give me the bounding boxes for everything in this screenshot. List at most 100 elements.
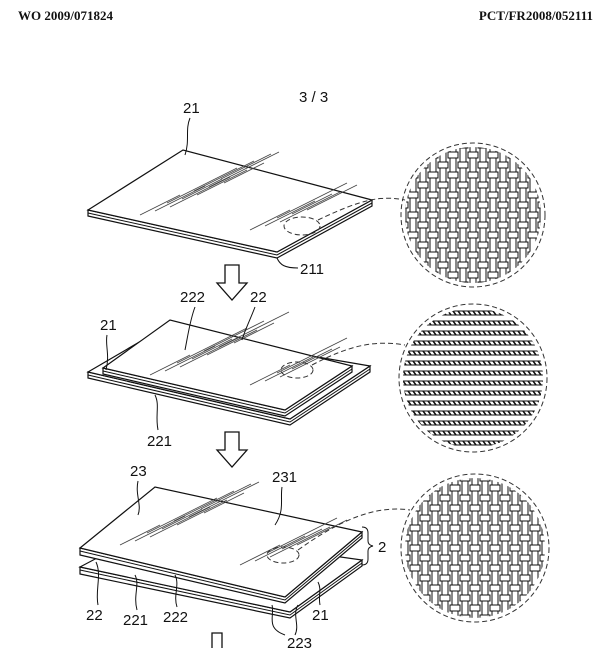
- weft-yarn: [520, 595, 530, 601]
- stitch-mark: [543, 421, 546, 425]
- weft-yarn: [490, 565, 500, 571]
- stitch-mark: [458, 311, 461, 315]
- stitch-mark: [503, 421, 506, 425]
- weft-yarn: [420, 475, 430, 481]
- stitch-mark: [463, 341, 466, 345]
- weft-yarn: [438, 262, 448, 268]
- stitch-mark: [493, 361, 496, 365]
- stitch-mark: [478, 341, 481, 345]
- weft-yarn: [408, 252, 418, 258]
- stitch-mark: [468, 351, 471, 355]
- stitch-mark: [503, 381, 506, 385]
- weft-yarn: [500, 595, 510, 601]
- stitch-mark: [443, 331, 446, 335]
- stitch-mark: [528, 341, 531, 345]
- stitch-mark: [518, 411, 521, 415]
- stitch-mark: [483, 391, 486, 395]
- stitch-mark: [498, 311, 501, 315]
- stitch-mark: [498, 321, 501, 325]
- stitch-mark: [418, 391, 421, 395]
- weft-yarn: [480, 595, 490, 601]
- unidirectional-yarn: [398, 415, 548, 421]
- stitch-mark: [468, 371, 471, 375]
- stitch-mark: [483, 361, 486, 365]
- stitch-mark: [518, 351, 521, 355]
- stitch-mark: [508, 341, 511, 345]
- stitch-mark: [463, 321, 466, 325]
- weft-yarn: [478, 162, 488, 168]
- weft-yarn: [490, 585, 500, 591]
- label-222: 222: [180, 289, 205, 306]
- stitch-mark: [403, 421, 406, 425]
- stitch-mark: [428, 381, 431, 385]
- stitch-mark: [533, 361, 536, 365]
- weft-yarn: [510, 545, 520, 551]
- weft-yarn: [478, 222, 488, 228]
- stitch-mark: [413, 351, 416, 355]
- stitch-mark: [488, 421, 491, 425]
- unidirectional-yarn: [398, 445, 548, 451]
- stitch-mark: [428, 401, 431, 405]
- stitch-mark: [503, 351, 506, 355]
- stitch-mark: [423, 451, 426, 455]
- weft-yarn: [530, 545, 540, 551]
- stitch-mark: [423, 401, 426, 405]
- stitch-mark: [478, 391, 481, 395]
- weft-yarn: [480, 555, 490, 561]
- stitch-mark: [463, 361, 466, 365]
- weft-yarn: [460, 515, 470, 521]
- stitch-mark: [508, 361, 511, 365]
- weft-yarn: [438, 202, 448, 208]
- arrow-down-icon: [217, 432, 247, 467]
- weft-yarn: [498, 242, 508, 248]
- weft-yarn: [400, 495, 410, 501]
- stitch-mark: [508, 421, 511, 425]
- stitch-mark: [493, 401, 496, 405]
- stitch-mark: [513, 421, 516, 425]
- weft-yarn: [508, 252, 518, 258]
- stitch-mark: [498, 331, 501, 335]
- weft-yarn: [528, 152, 538, 158]
- weft-yarn: [530, 585, 540, 591]
- weft-yarn: [458, 282, 468, 288]
- stitch-mark: [468, 331, 471, 335]
- weft-yarn: [400, 595, 410, 601]
- unidirectional-yarn: [398, 315, 548, 321]
- stitch-mark: [433, 351, 436, 355]
- stitch-mark: [448, 451, 451, 455]
- weft-yarn: [528, 232, 538, 238]
- weft-yarn: [450, 585, 460, 591]
- weft-yarn: [510, 525, 520, 531]
- stitch-mark: [528, 431, 531, 435]
- stitch-mark: [523, 381, 526, 385]
- stitch-mark: [508, 371, 511, 375]
- stitch-mark: [458, 341, 461, 345]
- stitch-mark: [538, 401, 541, 405]
- weft-yarn: [520, 495, 530, 501]
- weft-yarn: [498, 282, 508, 288]
- label-221: 221: [123, 612, 148, 629]
- stitch-mark: [508, 451, 511, 455]
- weft-yarn: [538, 182, 548, 188]
- stitch-mark: [498, 421, 501, 425]
- stitch-mark: [523, 411, 526, 415]
- weft-yarn: [538, 202, 548, 208]
- stitch-mark: [528, 371, 531, 375]
- stitch-mark: [433, 401, 436, 405]
- weft-yarn: [398, 282, 408, 288]
- stitch-mark: [433, 451, 436, 455]
- stitch-mark: [493, 421, 496, 425]
- stitch-mark: [518, 441, 521, 445]
- stitch-mark: [403, 391, 406, 395]
- stitch-mark: [518, 381, 521, 385]
- stitch-mark: [433, 331, 436, 335]
- stitch-mark: [423, 411, 426, 415]
- stitch-mark: [478, 371, 481, 375]
- stitch-mark: [543, 411, 546, 415]
- stitch-mark: [533, 431, 536, 435]
- weft-yarn: [528, 192, 538, 198]
- stitch-mark: [498, 411, 501, 415]
- stitch-mark: [513, 331, 516, 335]
- stitch-mark: [448, 371, 451, 375]
